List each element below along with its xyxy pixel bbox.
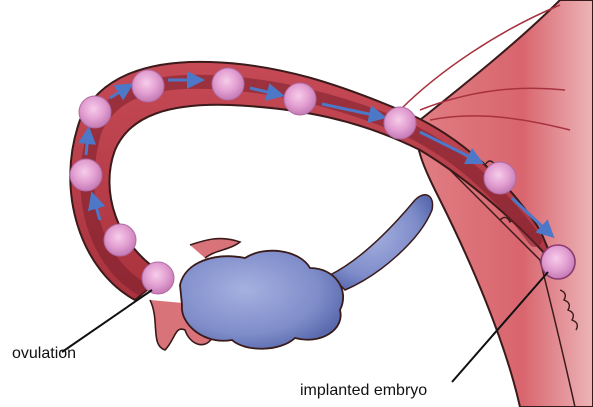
ovulation-label: ovulation	[12, 345, 76, 363]
egg-cell-icon	[142, 262, 174, 294]
egg-cell-icon	[384, 107, 416, 139]
egg-cell-icon	[212, 68, 244, 100]
migration-arrow-icon	[86, 135, 88, 155]
ovarian-ligament	[330, 195, 433, 290]
egg-cell-icon	[104, 224, 136, 256]
egg-cell-icon	[284, 83, 316, 115]
implanted-embryo-label: implanted embryo	[300, 382, 427, 400]
egg-cell-icon	[132, 70, 164, 102]
ovary	[180, 251, 343, 349]
egg-cell-icon	[79, 96, 111, 128]
egg-cell-icon	[70, 159, 102, 191]
egg-cell-icon	[484, 162, 516, 194]
ovulation-pointer	[62, 290, 152, 352]
